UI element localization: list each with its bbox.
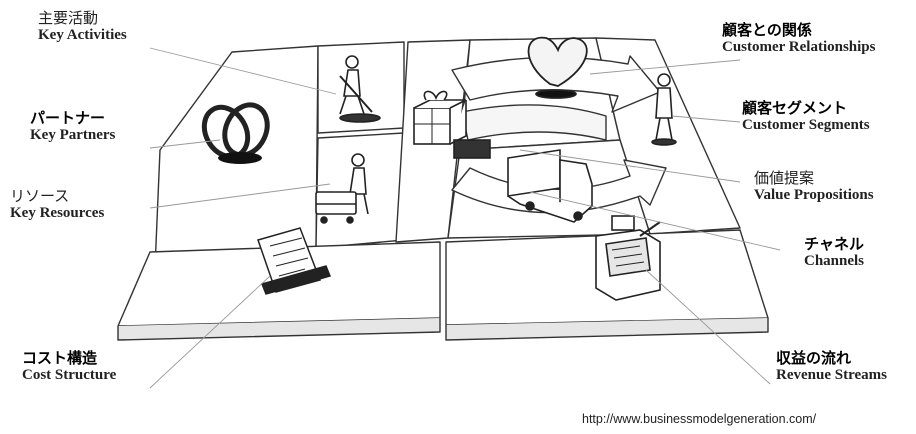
- customer-relationships-en: Customer Relationships: [722, 39, 876, 56]
- revenue-streams-en: Revenue Streams: [776, 367, 887, 384]
- cost-structure-jp: コスト構造: [22, 350, 116, 367]
- key-activities-label: 主要活動 Key Activities: [38, 10, 127, 45]
- value-propositions-en: Value Propositions: [754, 187, 874, 204]
- customer-relationships-jp: 顧客との関係: [722, 22, 876, 39]
- channels-jp: チャネル: [804, 236, 864, 253]
- revenue-streams-jp: 収益の流れ: [776, 350, 887, 367]
- customer-segments-en: Customer Segments: [742, 117, 870, 134]
- key-activities-en: Key Activities: [38, 27, 127, 44]
- revenue-streams-label: 収益の流れ Revenue Streams: [776, 350, 887, 385]
- key-resources-label: リソース Key Resources: [10, 188, 104, 223]
- key-resources-en: Key Resources: [10, 205, 104, 222]
- key-resources-jp: リソース: [10, 188, 104, 205]
- source-url: http://www.businessmodelgeneration.com/: [582, 412, 816, 426]
- customer-segments-jp: 顧客セグメント: [742, 100, 870, 117]
- cost-structure-label: コスト構造 Cost Structure: [22, 350, 116, 385]
- channels-label: チャネル Channels: [804, 236, 864, 271]
- key-partners-label: パートナー Key Partners: [30, 110, 115, 145]
- value-propositions-jp: 価値提案: [754, 170, 874, 187]
- key-partners-en: Key Partners: [30, 127, 115, 144]
- channels-en: Channels: [804, 253, 864, 270]
- cost-structure-en: Cost Structure: [22, 367, 116, 384]
- key-activities-jp: 主要活動: [38, 10, 127, 27]
- value-propositions-label: 価値提案 Value Propositions: [754, 170, 874, 205]
- key-partners-jp: パートナー: [30, 110, 115, 127]
- customer-relationships-label: 顧客との関係 Customer Relationships: [722, 22, 876, 57]
- customer-segments-label: 顧客セグメント Customer Segments: [742, 100, 870, 135]
